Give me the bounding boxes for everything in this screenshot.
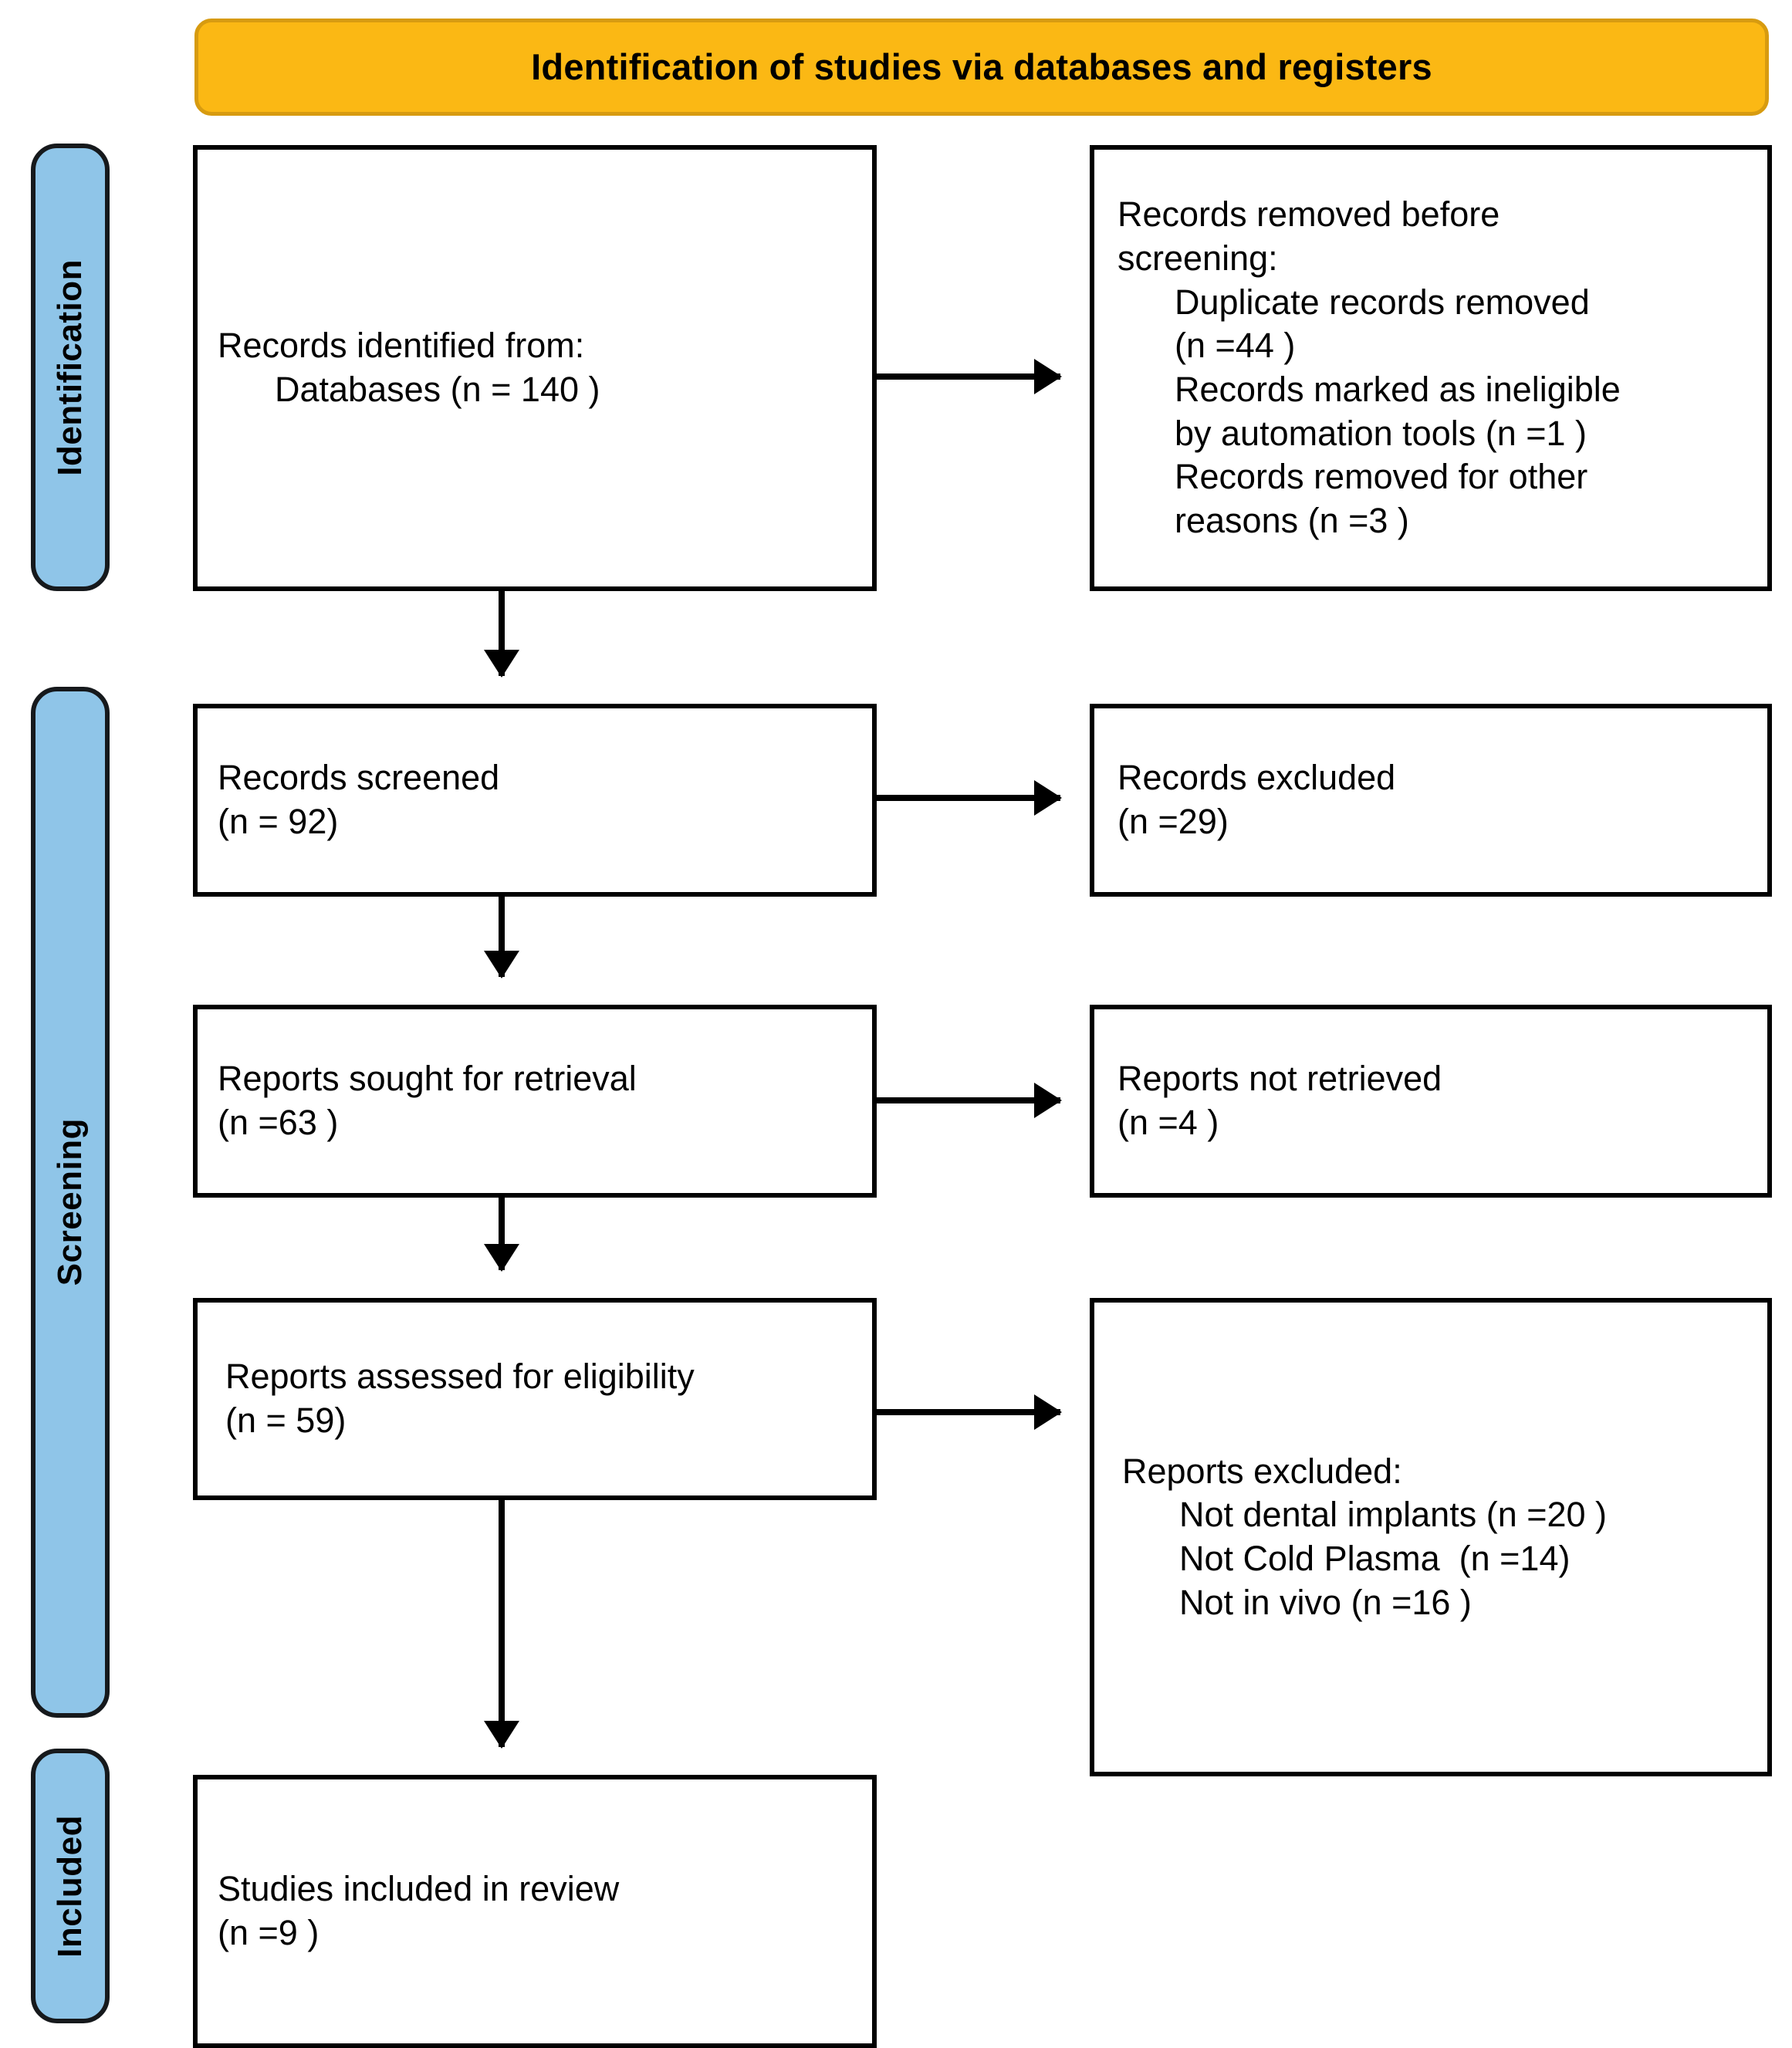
arrow-screened-to-sought bbox=[499, 897, 505, 977]
reports-not-retrieved-line-1: Reports not retrieved bbox=[1117, 1059, 1442, 1099]
records-removed-heading-line-1: Records removed before bbox=[1117, 193, 1744, 237]
records-removed-item-4: by automation tools (n =1 ) bbox=[1175, 413, 1587, 453]
records-removed-item-5: Records removed for other bbox=[1175, 457, 1588, 497]
diagram-title: Identification of studies via databases … bbox=[531, 46, 1432, 88]
reports-assessed-line-2: (n = 59) bbox=[225, 1401, 347, 1440]
studies-included-line-1: Studies included in review bbox=[218, 1869, 620, 1909]
reports-excluded-item-3: Not in vivo (n =16 ) bbox=[1179, 1582, 1472, 1622]
reports-assessed-line-1: Reports assessed for eligibility bbox=[225, 1357, 695, 1397]
box-records-screened: Records screened (n = 92) bbox=[193, 704, 877, 897]
arrow-identified-to-screened bbox=[499, 591, 505, 676]
reports-sought-line-1: Reports sought for retrieval bbox=[218, 1059, 637, 1099]
records-screened-line-1: Records screened bbox=[218, 758, 500, 798]
stage-label-screening: Screening bbox=[31, 687, 110, 1718]
stage-label-included-text: Included bbox=[51, 1814, 89, 1958]
box-records-excluded: Records excluded (n =29) bbox=[1090, 704, 1772, 897]
records-removed-heading-line-2: screening: bbox=[1117, 237, 1744, 281]
box-reports-excluded: Reports excluded: Not dental implants (n… bbox=[1090, 1298, 1772, 1776]
box-reports-assessed-for-eligibility: Reports assessed for eligibility (n = 59… bbox=[193, 1298, 877, 1500]
records-identified-line-1: Records identified from: bbox=[218, 326, 585, 366]
arrow-sought-to-not-retrieved bbox=[877, 1097, 1060, 1103]
box-records-removed-before-screening: Records removed before screening: Duplic… bbox=[1090, 145, 1772, 591]
records-removed-item-6: reasons (n =3 ) bbox=[1175, 501, 1409, 541]
stage-label-identification-text: Identification bbox=[51, 259, 89, 476]
reports-sought-line-2: (n =63 ) bbox=[218, 1103, 339, 1142]
box-studies-included-in-review: Studies included in review (n =9 ) bbox=[193, 1775, 877, 2048]
records-removed-item-1: Duplicate records removed bbox=[1175, 282, 1590, 322]
records-removed-heading-italic-2: screening bbox=[1117, 238, 1269, 278]
box-records-identified: Records identified from: Databases (n = … bbox=[193, 145, 877, 591]
stage-label-identification: Identification bbox=[31, 144, 110, 591]
records-screened-line-2: (n = 92) bbox=[218, 802, 339, 841]
arrow-sought-to-assessed bbox=[499, 1198, 505, 1270]
records-removed-heading-prefix: Records removed bbox=[1117, 194, 1401, 235]
records-removed-item-2: (n =44 ) bbox=[1175, 326, 1296, 366]
arrow-assessed-to-reports-excluded bbox=[877, 1409, 1060, 1415]
arrow-identified-to-removed bbox=[877, 373, 1060, 380]
box-reports-sought-for-retrieval: Reports sought for retrieval (n =63 ) bbox=[193, 1005, 877, 1198]
reports-excluded-item-1: Not dental implants (n =20 ) bbox=[1179, 1495, 1608, 1535]
studies-included-line-2: (n =9 ) bbox=[218, 1913, 320, 1952]
arrow-assessed-to-included bbox=[499, 1500, 505, 1747]
records-excluded-line-1: Records excluded bbox=[1117, 758, 1396, 798]
reports-excluded-item-2: Not Cold Plasma (n =14) bbox=[1179, 1539, 1571, 1578]
records-removed-item-3: Records marked as ineligible bbox=[1175, 370, 1621, 409]
stage-label-included: Included bbox=[31, 1749, 110, 2023]
diagram-title-banner: Identification of studies via databases … bbox=[194, 19, 1769, 116]
records-excluded-line-2: (n =29) bbox=[1117, 802, 1229, 841]
records-removed-heading-suffix: : bbox=[1268, 238, 1278, 278]
records-removed-heading-italic-1: before bbox=[1401, 194, 1500, 235]
box-reports-not-retrieved: Reports not retrieved (n =4 ) bbox=[1090, 1005, 1772, 1198]
reports-excluded-line-1: Reports excluded: bbox=[1122, 1451, 1402, 1491]
records-identified-line-2: Databases (n = 140 ) bbox=[275, 370, 600, 409]
arrow-screened-to-records-excluded bbox=[877, 795, 1060, 801]
reports-not-retrieved-line-2: (n =4 ) bbox=[1117, 1103, 1219, 1142]
stage-label-screening-text: Screening bbox=[51, 1118, 89, 1286]
